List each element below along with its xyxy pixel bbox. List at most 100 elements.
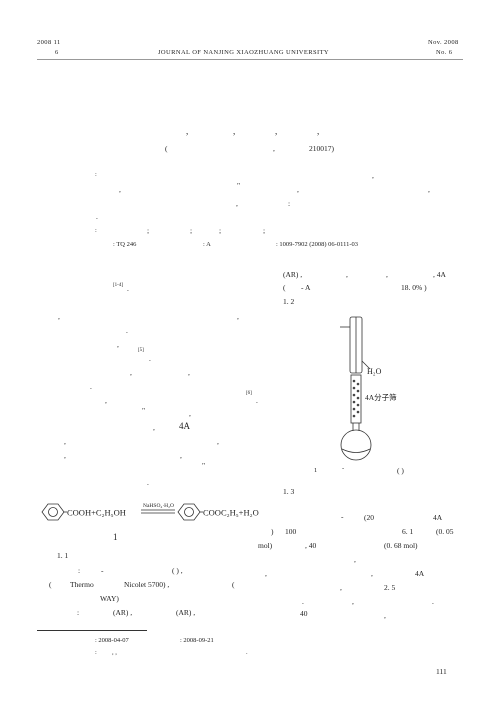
body-punct: " bbox=[142, 406, 146, 415]
benzene-ring-left bbox=[41, 503, 65, 521]
sieve-type: - A bbox=[301, 283, 311, 292]
reaction-equation: COOH+C₂H₅OH NaHSO₄·H₂O COOC₂H₅+H₂O bbox=[41, 503, 259, 521]
author-separator: , bbox=[186, 126, 189, 136]
sieve-column bbox=[350, 374, 362, 424]
header-date-left: 2008 11 bbox=[37, 39, 61, 46]
body-punct: , bbox=[189, 409, 191, 418]
figure-caption-dash: - bbox=[342, 465, 345, 472]
abstract-punct: " bbox=[237, 181, 241, 190]
body-punct: - bbox=[341, 512, 344, 521]
equation-number: 1 bbox=[113, 532, 118, 542]
body-punct: . bbox=[256, 396, 258, 405]
molecular-sieve-4a: 4A bbox=[179, 421, 190, 431]
abstract-punct: . bbox=[96, 212, 98, 221]
body-punct: . bbox=[90, 382, 92, 391]
body-punct: , bbox=[105, 396, 107, 405]
footnote-punct: . bbox=[246, 649, 248, 656]
instrument-thermo: Thermo bbox=[70, 580, 94, 589]
abstract-punct: , bbox=[428, 185, 430, 194]
amount-value: (0. 05 bbox=[436, 527, 454, 536]
body-punct: , bbox=[237, 312, 239, 321]
label-molecular-sieve: 4A分子筛 bbox=[365, 392, 397, 402]
amount-value: (0. 68 mol) bbox=[384, 541, 418, 550]
reagent-ar: (AR) , bbox=[283, 270, 303, 279]
body-punct: , bbox=[354, 555, 356, 564]
amount-value: 6. 1 bbox=[402, 527, 414, 536]
author-separator: , bbox=[275, 126, 278, 136]
body-punct: ( bbox=[283, 283, 286, 292]
body-punct: . bbox=[147, 478, 149, 487]
abstract-punct: : bbox=[288, 199, 291, 208]
body-punct: , bbox=[340, 583, 342, 592]
water-outlet bbox=[361, 360, 371, 370]
body-punct: , bbox=[153, 423, 155, 432]
keyword-separator: ; bbox=[190, 226, 193, 235]
body-punct: . bbox=[149, 354, 151, 363]
abstract-punct: , bbox=[297, 185, 299, 194]
amount-value: 100 bbox=[285, 527, 297, 536]
figure-caption-paren: ( ) bbox=[397, 466, 404, 475]
keywords-colon: : bbox=[95, 227, 97, 234]
page-number: 111 bbox=[436, 667, 447, 676]
molecular-sieve-4a: , 4A bbox=[433, 270, 446, 279]
body-punct: , bbox=[58, 312, 60, 321]
body-punct: , bbox=[384, 611, 386, 620]
body-punct: : bbox=[77, 608, 80, 617]
body-punct: . bbox=[127, 284, 129, 293]
header-date-right: Nov. 2008 bbox=[428, 39, 459, 46]
section-heading-1-2: 1. 2 bbox=[283, 297, 295, 306]
reactants: COOH+C₂H₅OH bbox=[67, 508, 126, 518]
clc-number: : TQ 246 bbox=[113, 241, 137, 248]
document-code: : A bbox=[203, 241, 211, 248]
citation-ref: [5] bbox=[138, 348, 144, 353]
abstract-punct: , bbox=[372, 171, 374, 180]
apparatus-figure: H₂O 4A分子筛 bbox=[340, 316, 397, 461]
sieve-beads bbox=[352, 379, 360, 418]
body-punct: . bbox=[302, 597, 304, 606]
revised-date: : 2008-09-21 bbox=[180, 637, 214, 644]
amount-value: 2. 5 bbox=[384, 583, 396, 592]
keyword-separator: ; bbox=[219, 226, 222, 235]
body-punct: , bbox=[64, 451, 66, 460]
header-issue-right: No. 6 bbox=[436, 49, 453, 56]
reagent-ar: (AR) , bbox=[113, 608, 133, 617]
citation-ref: [6] bbox=[246, 391, 252, 396]
author-separator: , bbox=[233, 126, 236, 136]
body-punct: . bbox=[432, 597, 434, 606]
body-punct: , bbox=[64, 437, 66, 446]
abstract-punct: , bbox=[236, 199, 238, 208]
body-punct: , bbox=[386, 270, 388, 279]
amount-unit: mol) bbox=[258, 541, 273, 550]
body-punct: ( bbox=[49, 580, 52, 589]
body-punct: , bbox=[217, 437, 219, 446]
abstract-punct: , bbox=[119, 185, 121, 194]
products: COOC₂H₅+H₂O bbox=[203, 508, 259, 518]
reagent-ar: (AR) , bbox=[176, 608, 196, 617]
body-punct: . bbox=[126, 326, 128, 335]
body-punct: , bbox=[130, 368, 132, 377]
header-journal-title: JOURNAL OF NANJING XIAOZHUANG UNIVERSITY bbox=[158, 49, 330, 56]
section-heading-1-1: 1. 1 bbox=[57, 551, 69, 560]
body-punct: , bbox=[265, 569, 267, 578]
body-punct: , bbox=[180, 451, 182, 460]
catalyst: NaHSO₄·H₂O bbox=[143, 503, 174, 509]
body-punct: " bbox=[202, 461, 206, 470]
body-punct: , bbox=[346, 270, 348, 279]
affiliation-comma: , bbox=[273, 144, 275, 153]
abstract-colon: : bbox=[95, 171, 97, 178]
benzene-ring-right bbox=[177, 503, 201, 521]
figure-number: 1 bbox=[314, 467, 318, 474]
affiliation-postcode: 210017) bbox=[309, 144, 334, 153]
molecular-sieve-4a: 4A bbox=[433, 513, 443, 522]
body-punct: , bbox=[188, 368, 190, 377]
amount-value: 40 bbox=[300, 609, 308, 618]
amount-value: , 40 bbox=[305, 541, 317, 550]
body-punct: - bbox=[101, 566, 104, 575]
molecular-sieve-4a: 4A bbox=[415, 569, 425, 578]
body-punct: , bbox=[352, 597, 354, 606]
keyword-separator: ; bbox=[263, 226, 266, 235]
body-punct: , bbox=[117, 340, 119, 349]
amount-value: (20 bbox=[364, 513, 374, 522]
footnote-rule bbox=[37, 630, 147, 631]
header-issue-left: 6 bbox=[55, 49, 59, 56]
